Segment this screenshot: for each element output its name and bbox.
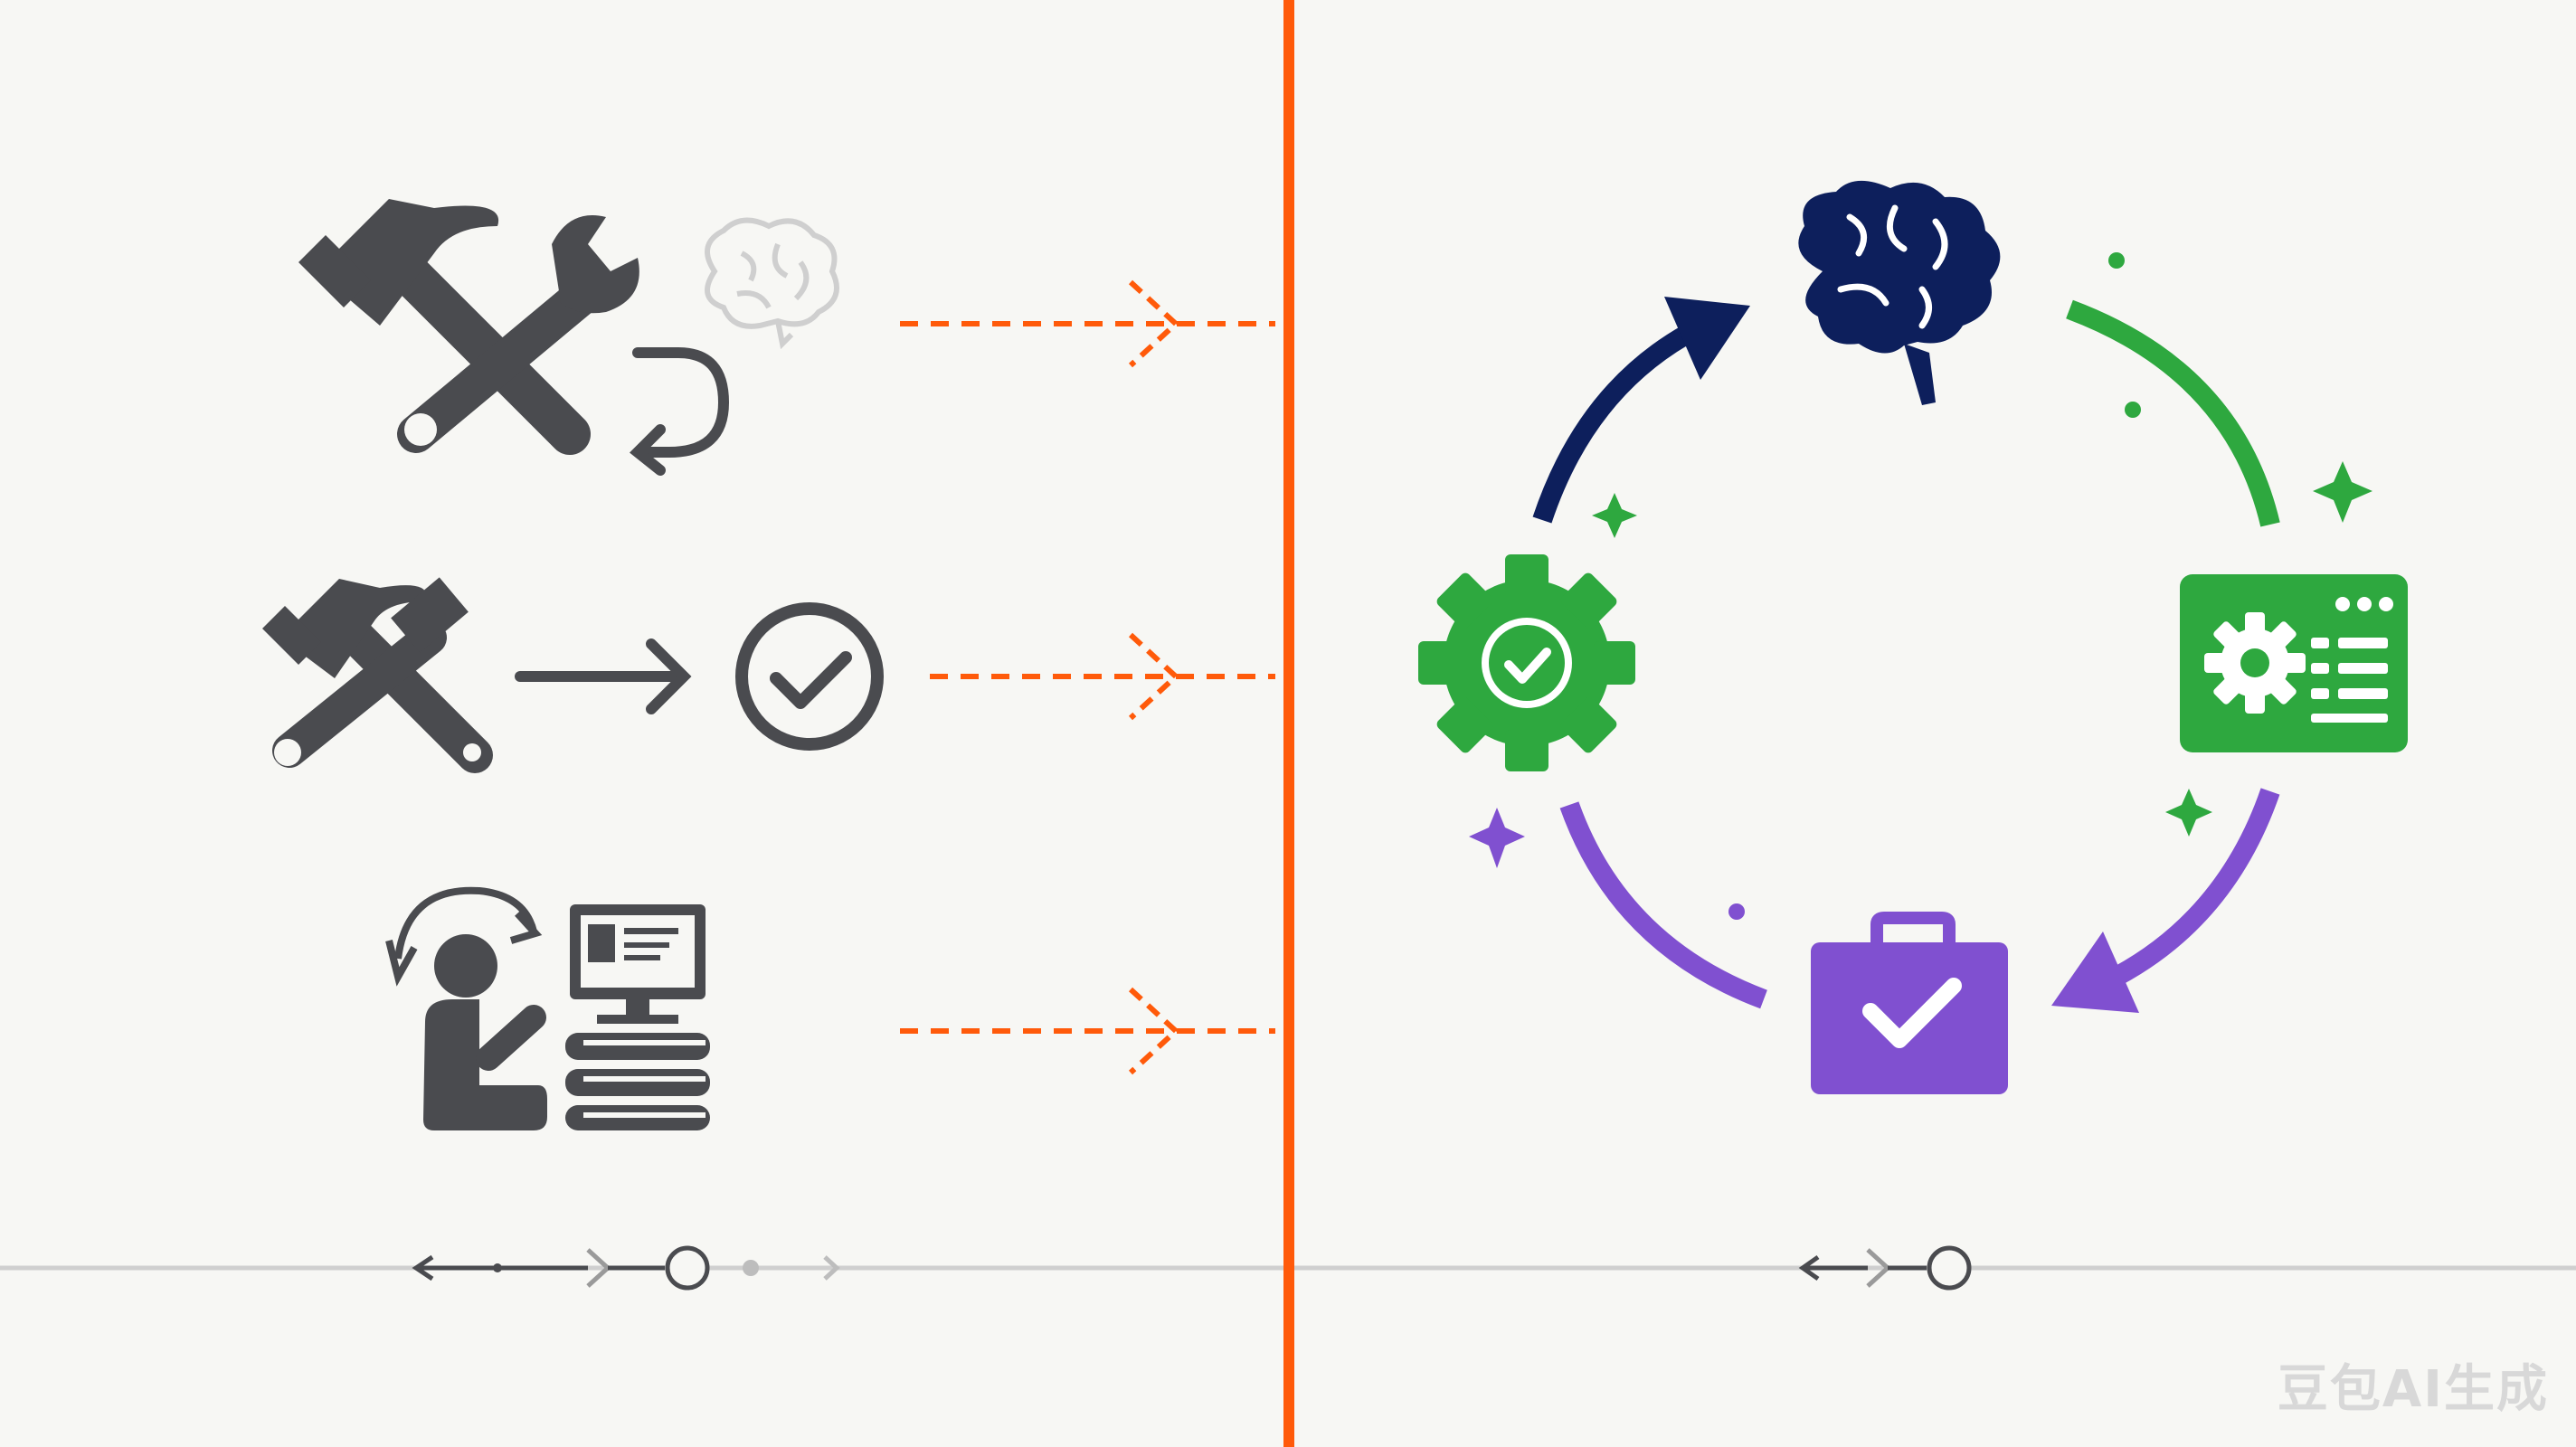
timeline-marker-right <box>1798 1245 1972 1291</box>
cycle-arrowhead-purple <box>2051 932 2139 1013</box>
watermark: 豆包AI生成 <box>2277 1360 2549 1419</box>
books-icon <box>565 1033 710 1130</box>
timeline-marker-left <box>412 1245 840 1291</box>
dashed-arrow-row-1 <box>900 279 1275 368</box>
dashed-arrow-row-3 <box>900 987 1275 1075</box>
cycle-arrowhead-navy <box>1664 297 1750 380</box>
arrow-right-icon <box>515 638 692 714</box>
briefcase-check-icon <box>1811 912 2008 1094</box>
cycle-arrow-purple-left <box>1559 801 1767 1009</box>
brain-outline-icon <box>705 217 839 350</box>
loop-arrow-icon <box>630 347 730 476</box>
hammer-wrench-icon <box>262 577 493 773</box>
dashboard-panel-icon <box>2180 574 2408 752</box>
cycle-arrow-purple-right <box>2103 788 2280 990</box>
check-circle-icon <box>735 602 884 751</box>
person-learning-icon <box>385 886 547 1130</box>
cycle-arrow-green <box>2066 299 2280 527</box>
hammer-wrench-icon <box>298 199 639 455</box>
monitor-icon <box>570 904 706 1024</box>
dashed-arrow-row-2 <box>930 632 1275 721</box>
left-panel <box>262 199 1275 1130</box>
right-panel <box>1418 180 2408 1094</box>
gear-check-icon <box>1418 554 1635 771</box>
brain-icon <box>1798 180 2001 405</box>
sparkle-icon <box>1469 252 2372 920</box>
